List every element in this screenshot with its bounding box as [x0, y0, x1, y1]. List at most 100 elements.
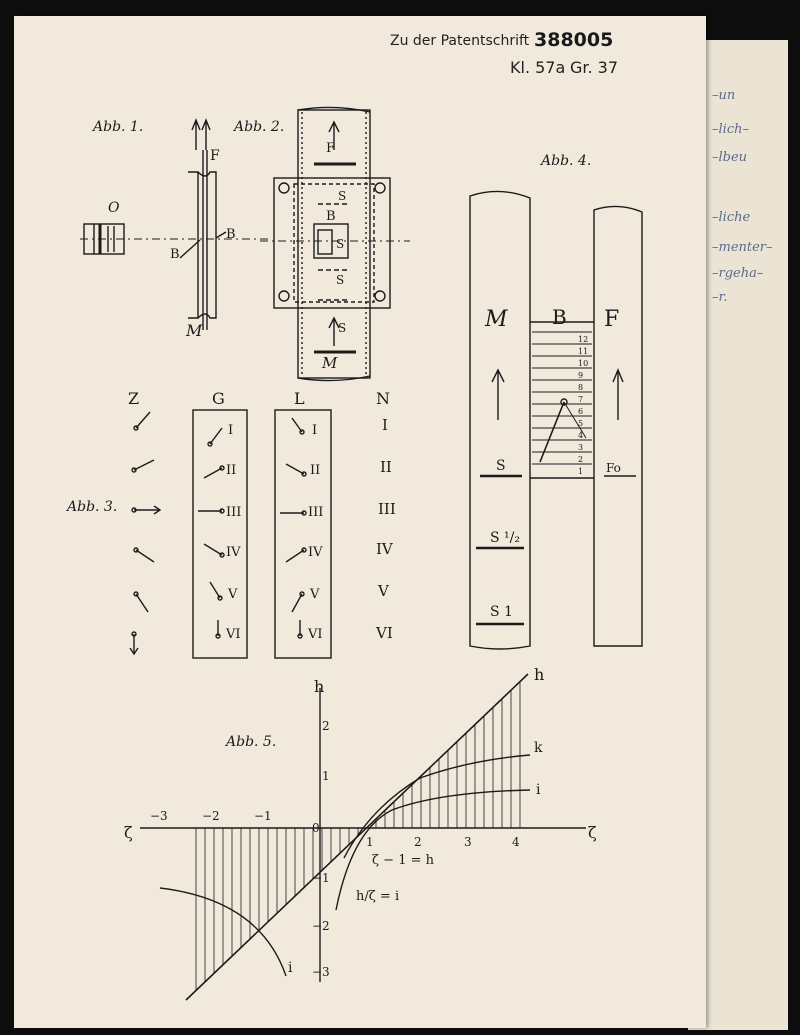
margin-scribble: –menter– — [712, 240, 773, 255]
figure-5: h ζ ζ −3 −2 −1 0 1 2 3 4 2 1 −1 −2 −3 h … — [124, 665, 597, 1001]
numeral-n: V — [377, 582, 390, 600]
x-axis-label-right: ζ — [588, 823, 597, 842]
curve-label-k: k — [534, 740, 543, 756]
numeral-n: VI — [375, 624, 393, 642]
formula-1: ζ − 1 = h — [372, 853, 435, 868]
numeral-g: V — [227, 587, 238, 602]
label-o: O — [108, 200, 120, 216]
x-tick: 2 — [414, 835, 422, 849]
curve-label-i-lower: i — [288, 960, 293, 976]
margin-scribble: –r. — [712, 290, 728, 305]
scale-mark: 9 — [578, 371, 583, 380]
numeral-g: I — [228, 423, 233, 438]
column-header-n: N — [376, 389, 390, 408]
label-m: M — [484, 307, 508, 332]
y-tick: −2 — [312, 919, 330, 933]
x-tick: −3 — [150, 809, 168, 823]
numeral-n: IV — [376, 540, 394, 558]
column-header-l: L — [294, 389, 305, 408]
caption-fig5: Abb. 5. — [226, 734, 277, 750]
y-tick: 1 — [322, 769, 330, 783]
scale-mark: 3 — [578, 443, 583, 452]
scale-mark: 12 — [578, 335, 588, 344]
label-s-half: S ¹/₂ — [490, 530, 520, 546]
scale-mark: 10 — [578, 359, 588, 368]
label-s-mid: S — [336, 237, 344, 251]
figure-4: M B F S S ¹/₂ S 1 Fo 1 2 3 4 5 6 7 8 9 1… — [469, 190, 643, 650]
column-header-g: G — [212, 389, 225, 408]
numeral-g: IV — [226, 545, 241, 560]
figure-2: F S B S S S M — [260, 106, 410, 382]
numeral-l: V — [309, 587, 320, 602]
label-b: B — [326, 209, 336, 224]
numeral-g: III — [226, 505, 241, 520]
scale-mark: 1 — [578, 467, 583, 476]
scale-mark: 4 — [578, 431, 583, 440]
figure-1: O F B B M — [80, 118, 270, 340]
y-tick: 2 — [322, 719, 330, 733]
x-tick: 1 — [366, 835, 374, 849]
numeral-l: II — [310, 463, 320, 478]
label-m: M — [185, 321, 203, 340]
label-f: F — [326, 141, 335, 156]
label-f: F — [210, 148, 220, 164]
numeral-l: IV — [308, 545, 323, 560]
numeral-g: II — [226, 463, 236, 478]
label-s-top: S — [338, 189, 346, 203]
formula-2: h/ζ = i — [356, 889, 399, 904]
caption-fig2: Abb. 2. — [234, 119, 285, 135]
column-header-z: Z — [128, 389, 139, 408]
caption-fig3: Abb. 3. — [67, 499, 118, 515]
scale-mark: 8 — [578, 383, 583, 392]
numeral-l: VI — [307, 627, 323, 642]
numeral-g: VI — [225, 627, 241, 642]
caption-fig4: Abb. 4. — [541, 153, 592, 169]
caption-fig1: Abb. 1. — [93, 119, 144, 135]
scale-mark: 7 — [578, 395, 583, 404]
numeral-n: III — [378, 500, 396, 518]
numeral-n: II — [380, 458, 392, 476]
scale-mark: 2 — [578, 455, 583, 464]
x-tick: 4 — [512, 835, 520, 849]
label-f: F — [604, 307, 619, 332]
label-s: S — [496, 458, 506, 474]
margin-scribble: –rgeha– — [712, 266, 764, 281]
label-b: B — [552, 305, 567, 329]
x-tick: 0 — [312, 821, 320, 835]
margin-scribble: –lbeu — [712, 150, 748, 165]
x-tick: −1 — [254, 809, 272, 823]
header-group: Gr. 37 — [570, 58, 619, 77]
x-tick: −2 — [202, 809, 220, 823]
curve-label-h: h — [534, 665, 544, 684]
curve-i-lower — [159, 887, 287, 977]
header-patent-number: 388005 — [534, 29, 614, 51]
x-tick: 3 — [464, 835, 472, 849]
curve-label-i: i — [536, 782, 541, 798]
label-s-bottom: S — [338, 321, 346, 335]
curve-i — [335, 789, 531, 911]
label-b-left: B — [170, 247, 180, 262]
header-patent-label: Zu der Patentschrift — [390, 33, 530, 49]
scale-mark: 11 — [578, 347, 588, 356]
scale-mark: 5 — [578, 419, 583, 428]
label-fo: Fo — [606, 461, 621, 475]
label-s-one: S 1 — [490, 604, 513, 620]
scale-mark: 6 — [578, 407, 583, 416]
margin-scribble: –liche — [712, 210, 751, 225]
label-s-low: S — [336, 273, 344, 287]
y-tick: −3 — [312, 965, 330, 979]
header-class: Kl. 57a — [510, 58, 566, 77]
numeral-l: III — [308, 505, 323, 520]
hatching — [195, 681, 521, 991]
x-axis-label-left: ζ — [124, 823, 133, 842]
numeral-l: I — [312, 423, 317, 438]
label-b-right: B — [226, 227, 236, 242]
y-axis-label: h — [314, 677, 324, 696]
margin-scribble: –lich– — [712, 122, 749, 137]
label-m: M — [321, 354, 338, 372]
y-tick: −1 — [312, 871, 330, 885]
margin-scribble: –un — [712, 88, 736, 103]
curve-k — [343, 754, 531, 859]
numeral-n: I — [382, 416, 388, 434]
